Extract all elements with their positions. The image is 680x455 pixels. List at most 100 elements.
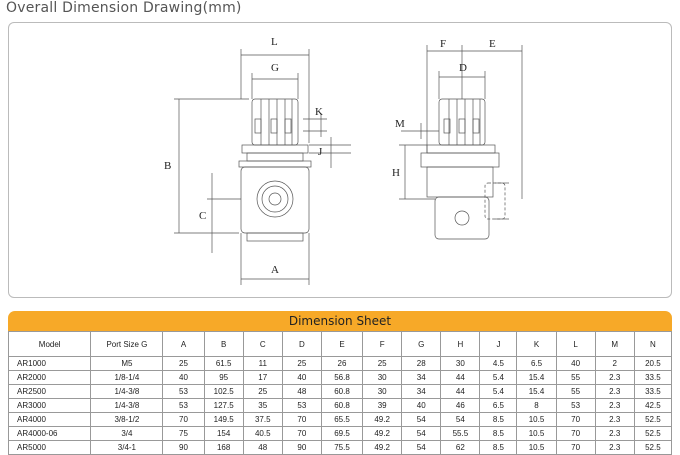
table-cell: 10.5: [516, 440, 557, 455]
dim-label-D: D: [459, 62, 467, 74]
table-cell: 52.5: [633, 440, 673, 455]
dim-label-C: C: [199, 210, 206, 222]
side-knob: [438, 98, 486, 146]
side-body: [434, 196, 490, 240]
table-cell: 52.5: [633, 426, 673, 441]
dim-label-G: G: [271, 62, 279, 74]
table-cell: 40: [401, 398, 442, 413]
table-cell: 1/4-3/8: [90, 384, 164, 399]
table-cell: 10.5: [516, 426, 557, 441]
table-cell: 70: [555, 426, 596, 441]
table-cell: 5.4: [479, 384, 518, 399]
table-cell: 25: [242, 384, 283, 399]
table-cell: 60.8: [320, 384, 364, 399]
table-cell: 3/4-1: [90, 440, 164, 455]
table-cell: 10.5: [516, 412, 557, 427]
table-cell: 55: [555, 370, 596, 385]
table-cell: 70: [281, 412, 322, 427]
table-cell: 95: [203, 370, 244, 385]
table-cell: 8: [516, 398, 557, 413]
table-cell: 90: [281, 440, 322, 455]
table-cell: 62: [440, 440, 481, 455]
table-cell: 127.5: [203, 398, 244, 413]
column-header: F: [362, 331, 403, 357]
table-cell: 65.5: [320, 412, 364, 427]
dim-label-A: A: [271, 264, 279, 276]
table-cell: 15.4: [516, 384, 557, 399]
table-cell: 34: [401, 370, 442, 385]
table-cell: 48: [242, 440, 283, 455]
table-cell: 54: [401, 412, 442, 427]
table-cell: 2.3: [594, 412, 635, 427]
dim-label-H: H: [392, 167, 400, 179]
table-cell: 53: [281, 398, 322, 413]
table-cell: 2.3: [594, 440, 635, 455]
table-cell: 44: [440, 370, 481, 385]
table-cell: 2.3: [594, 384, 635, 399]
table-cell: 49.2: [362, 412, 403, 427]
table-cell: 4.5: [479, 356, 518, 371]
table-cell: 90: [162, 440, 205, 455]
table-cell: 3/8-1/2: [90, 412, 164, 427]
table-cell: 54: [401, 440, 442, 455]
table-cell: 53: [162, 398, 205, 413]
table-cell: 8.5: [479, 440, 518, 455]
table-cell: 44: [440, 384, 481, 399]
page-title: Overall Dimension Drawing(mm): [6, 0, 242, 16]
table-cell: 37.5: [242, 412, 283, 427]
table-cell: 2.3: [594, 398, 635, 413]
table-cell: 5.4: [479, 370, 518, 385]
table-cell: 53: [555, 398, 596, 413]
model-cell: AR2500: [7, 384, 92, 399]
table-cell: 75: [162, 426, 205, 441]
front-body: [240, 166, 310, 234]
table-cell: 52.5: [633, 412, 673, 427]
table-cell: 28: [401, 356, 442, 371]
table-cell: 53: [162, 384, 205, 399]
column-header: E: [320, 331, 364, 357]
table-cell: 55: [555, 384, 596, 399]
dim-label-L: L: [271, 36, 278, 48]
column-header: G: [401, 331, 442, 357]
table-cell: 56.8: [320, 370, 364, 385]
model-cell: AR5000: [7, 440, 92, 455]
column-header: D: [281, 331, 322, 357]
column-header: H: [440, 331, 481, 357]
table-cell: 55.5: [440, 426, 481, 441]
table-cell: 54: [440, 412, 481, 427]
table-cell: 42.5: [633, 398, 673, 413]
column-header: M: [594, 331, 635, 357]
column-header: Model: [7, 331, 92, 357]
column-header: L: [555, 331, 596, 357]
table-cell: 60.8: [320, 398, 364, 413]
column-header: J: [479, 331, 518, 357]
table-cell: 25: [162, 356, 205, 371]
table-cell: 154: [203, 426, 244, 441]
table-cell: 70: [281, 426, 322, 441]
table-cell: 15.4: [516, 370, 557, 385]
table-cell: 168: [203, 440, 244, 455]
dim-label-K: K: [315, 106, 323, 118]
model-cell: AR4000-06: [7, 426, 92, 441]
side-gauge-port: [484, 182, 506, 220]
table-cell: 46: [440, 398, 481, 413]
model-cell: AR1000: [7, 356, 92, 371]
table-cell: 11: [242, 356, 283, 371]
table-cell: 33.5: [633, 370, 673, 385]
table-cell: 40: [162, 370, 205, 385]
table-cell: 34: [401, 384, 442, 399]
table-cell: 69.5: [320, 426, 364, 441]
table-cell: 40: [555, 356, 596, 371]
dim-label-M: M: [395, 118, 405, 130]
model-cell: AR2000: [7, 370, 92, 385]
table-cell: 30: [362, 370, 403, 385]
table-cell: 75.5: [320, 440, 364, 455]
table-cell: 2.3: [594, 426, 635, 441]
table-cell: 2: [594, 356, 635, 371]
